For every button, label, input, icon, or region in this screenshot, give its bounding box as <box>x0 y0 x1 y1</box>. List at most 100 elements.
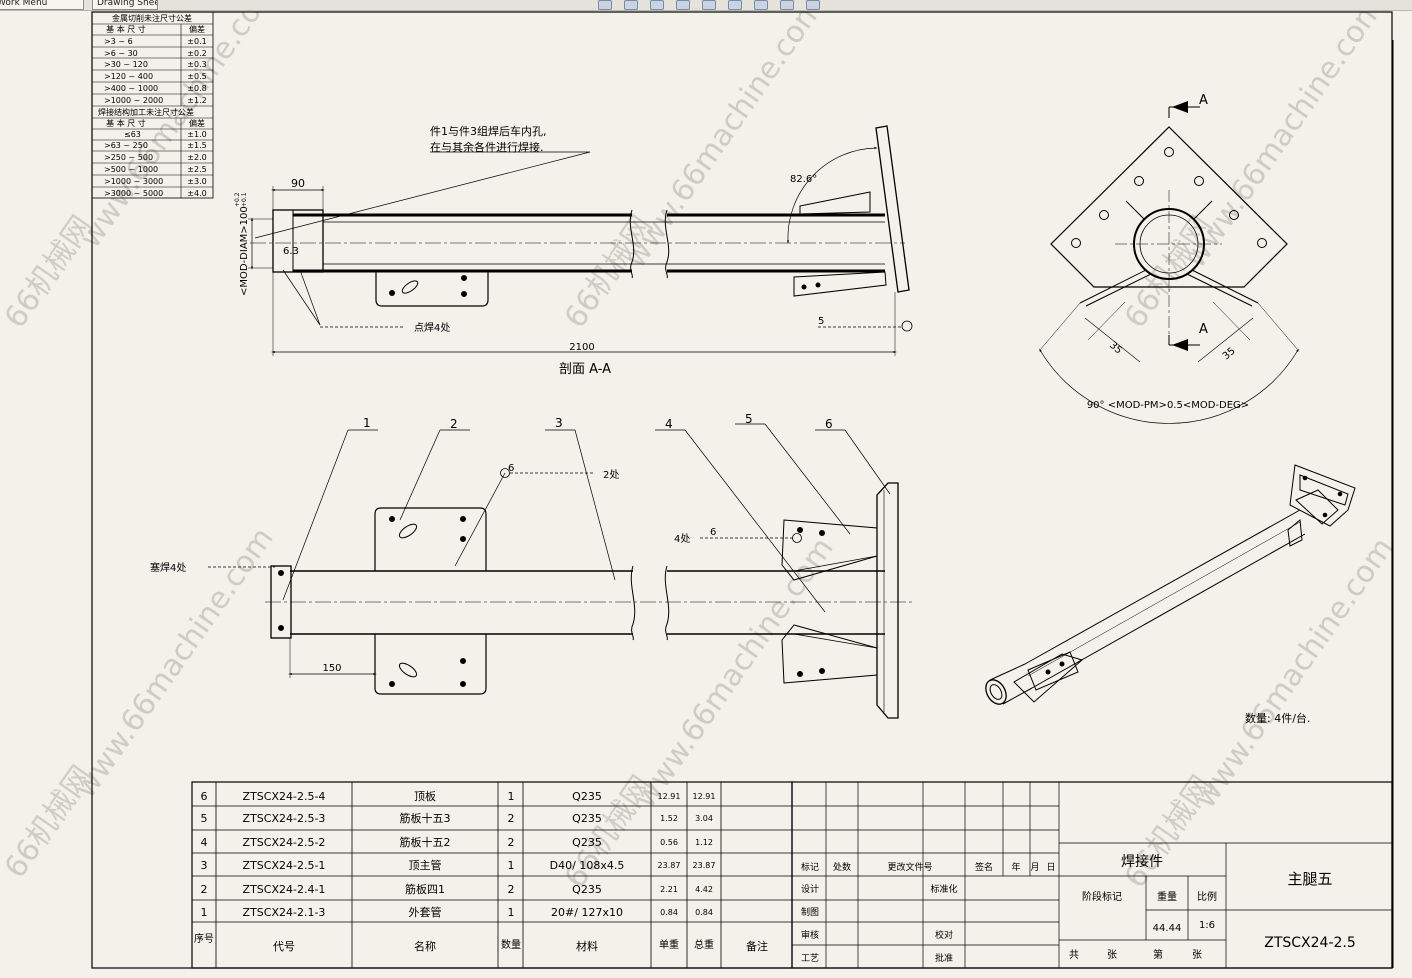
watermark-site: www.66machine.com <box>1178 10 1391 275</box>
zoom-area-icon[interactable] <box>624 0 638 10</box>
tol-title-1: 金属切削未注尺寸公差 <box>112 13 192 23</box>
dim-35-right: 35 <box>1221 346 1238 363</box>
tol-row: >3 ~ 6 <box>104 37 133 46</box>
zoom-in-icon[interactable] <box>650 0 664 10</box>
tab-work-menu[interactable]: Work Menu <box>0 0 84 10</box>
tb-change-doc: 更改文件号 <box>887 861 932 873</box>
rotate-icon[interactable] <box>702 0 716 10</box>
bom-header-unit-weight: 单重 <box>659 938 679 951</box>
weld-6-mid: 6 <box>710 527 716 538</box>
tol-row: >1000 ~ 2000 <box>104 96 163 105</box>
tol-row: >1000 ~ 3000 <box>104 177 163 186</box>
watermark-layer: 66机械网 www.66machine.com 66机械网 www.66mach… <box>0 10 1401 895</box>
toolbar: Work Menu Drawing Sheet <box>0 0 1412 11</box>
tb-total: 共 <box>1069 949 1079 961</box>
tb-day: 日 <box>1046 862 1055 873</box>
tb-drawing-no: ZTSCX24-2.5 <box>1264 935 1356 951</box>
svg-text:ZTSCX24-2.5-3: ZTSCX24-2.5-3 <box>243 812 326 825</box>
tol-row: >500 ~ 1000 <box>104 165 158 174</box>
tb-weight: 44.44 <box>1153 923 1182 934</box>
tol-row: >250 ~ 500 <box>104 153 153 162</box>
tol-col-size: 基 本 尺 寸 <box>106 24 146 34</box>
bom-header-no: 序号 <box>194 932 214 945</box>
tb-page: 第 <box>1153 948 1163 961</box>
main-view[interactable] <box>208 423 915 719</box>
dim-6-3: 6.3 <box>283 246 299 257</box>
svg-text:2: 2 <box>508 812 515 825</box>
tol-title-2: 焊接结构加工未注尺寸公差 <box>98 107 194 117</box>
tb-proof: 校对 <box>935 929 953 941</box>
svg-text:2: 2 <box>201 883 208 896</box>
svg-text:12.91: 12.91 <box>693 792 716 801</box>
balloon-1: 1 <box>363 416 371 430</box>
tol-row: ±0.8 <box>187 84 206 93</box>
svg-text:23.87: 23.87 <box>693 861 716 870</box>
tb-design: 设计 <box>801 883 819 895</box>
dim-diameter: <MOD-DIAM>100 <box>239 206 250 296</box>
svg-text:ZTSCX24-2.5-1: ZTSCX24-2.5-1 <box>243 859 326 872</box>
hide-show-icon[interactable] <box>780 0 794 10</box>
section-view[interactable] <box>248 125 913 356</box>
view-icon[interactable] <box>728 0 742 10</box>
tol-row: >6 ~ 30 <box>104 49 138 58</box>
dim-35-left: 35 <box>1107 340 1124 357</box>
svg-text:0.84: 0.84 <box>695 908 713 917</box>
tol-row: ±2.0 <box>187 153 206 162</box>
tb-mark: 标记 <box>801 861 819 873</box>
zoom-fit-icon[interactable] <box>598 0 612 10</box>
display-icon[interactable] <box>754 0 768 10</box>
end-view[interactable] <box>1039 101 1299 424</box>
watermark-site: www.66machine.com <box>1188 531 1401 814</box>
svg-text:23.87: 23.87 <box>658 861 681 870</box>
angle-note: 90° <MOD-PM>0.5<MOD-DEG> <box>1087 400 1249 411</box>
svg-text:5: 5 <box>201 812 208 825</box>
svg-text:Q235: Q235 <box>572 812 602 825</box>
watermark-site: www.66machine.com <box>73 10 286 255</box>
tol-row: ±0.2 <box>187 49 206 58</box>
weld-2-places: 2处 <box>603 469 619 481</box>
tb-part-name: 主腿五 <box>1287 870 1332 888</box>
svg-text:1: 1 <box>508 859 515 872</box>
pan-icon[interactable] <box>676 0 690 10</box>
tb-check: 审核 <box>801 929 819 941</box>
tol-row: ±0.1 <box>187 37 206 46</box>
svg-text:顶板: 顶板 <box>414 789 436 803</box>
balloon-4: 4 <box>665 417 673 431</box>
svg-text:ZTSCX24-2.4-1: ZTSCX24-2.4-1 <box>243 883 326 896</box>
tol-row: >3000 ~ 5000 <box>104 189 163 198</box>
svg-text:Q235: Q235 <box>572 836 602 849</box>
svg-text:1.52: 1.52 <box>660 814 678 823</box>
light-icon[interactable] <box>806 0 820 10</box>
svg-text:筋板四1: 筋板四1 <box>405 882 445 896</box>
tb-sheets-2: 张 <box>1192 949 1202 961</box>
tb-stage: 阶段标记 <box>1082 890 1122 903</box>
bom-row: 5 ZTSCX24-2.5-3 筋板十五3 2 Q235 1.52 3.04 <box>201 811 713 825</box>
tab-drawing-sheet[interactable]: Drawing Sheet <box>92 0 158 10</box>
tb-standard: 标准化 <box>930 883 957 895</box>
tol-row: ±0.3 <box>187 60 206 69</box>
svg-text:筋板十五3: 筋板十五3 <box>400 811 451 825</box>
svg-text:3: 3 <box>201 859 208 872</box>
svg-text:1: 1 <box>508 906 515 919</box>
balloon-5: 5 <box>745 412 753 426</box>
drawing-sheet[interactable]: 66机械网 www.66machine.com 66机械网 www.66mach… <box>0 10 1412 978</box>
tb-approve: 批准 <box>935 952 953 964</box>
bom-row: 1 ZTSCX24-2.1-3 外套管 1 20#/ 127x10 0.84 0… <box>201 905 713 919</box>
tb-count: 处数 <box>833 861 851 873</box>
svg-text:ZTSCX24-2.1-3: ZTSCX24-2.1-3 <box>243 906 326 919</box>
bom-header-total-weight: 总重 <box>694 938 714 951</box>
svg-text:Q235: Q235 <box>572 883 602 896</box>
tol-row: >30 ~ 120 <box>104 60 148 69</box>
tol-row: ±4.0 <box>187 189 206 198</box>
title-block <box>791 781 1393 969</box>
spot-weld-note: 点焊4处 <box>414 322 450 334</box>
tb-process: 工艺 <box>801 953 819 964</box>
iso-view[interactable] <box>982 464 1356 708</box>
bom-row: 3 ZTSCX24-2.5-1 顶主管 1 D40/ 108x4.5 23.87… <box>201 858 716 872</box>
bom-header-remark: 备注 <box>746 939 768 953</box>
balloon-2: 2 <box>450 417 458 431</box>
dim-2100: 2100 <box>569 342 594 353</box>
svg-text:0.56: 0.56 <box>660 838 678 847</box>
bom-header-name: 名称 <box>414 939 436 953</box>
bom-rows: 6 ZTSCX24-2.5-4 顶板 1 Q235 12.91 12.91 5 … <box>194 789 768 953</box>
